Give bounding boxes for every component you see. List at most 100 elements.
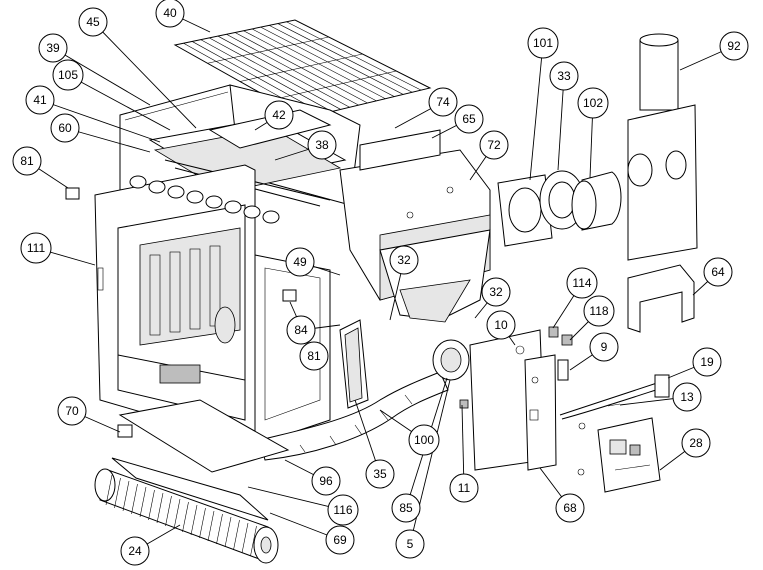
- callout-96: 96: [311, 466, 341, 496]
- callout-circle: [155, 0, 185, 28]
- callout-circle: [703, 257, 733, 287]
- grate-part: [173, 19, 432, 119]
- callout-number: 28: [689, 436, 703, 450]
- callout-circle: [719, 31, 749, 61]
- callout-81: 81: [299, 341, 329, 371]
- callout-number: 96: [319, 474, 333, 488]
- callout-number: 74: [436, 95, 450, 109]
- callout-41: 41: [25, 85, 55, 115]
- vent-adapter-part: [497, 170, 622, 247]
- callout-number: 11: [458, 481, 471, 495]
- callout-number: 100: [414, 433, 434, 447]
- callout-number: 70: [65, 404, 79, 418]
- callout-circle: [692, 347, 722, 377]
- convection-blower-part: [94, 457, 279, 564]
- callout-circle: [286, 315, 316, 345]
- callout-circle: [454, 104, 484, 134]
- callout-circle: [527, 27, 559, 59]
- callout-circle: [408, 424, 440, 456]
- callout-circle: [299, 341, 329, 371]
- callout-circle: [52, 59, 84, 91]
- callout-35: 35: [365, 459, 395, 489]
- callout-60: 60: [50, 113, 80, 143]
- small-plate-81b-part: [282, 289, 297, 302]
- firebox-front-part: [94, 164, 256, 446]
- callout-13: 13: [672, 382, 702, 412]
- callout-number: 45: [86, 15, 100, 29]
- callout-39: 39: [38, 33, 68, 63]
- callout-number: 35: [373, 467, 387, 481]
- callout-33: 33: [549, 61, 579, 91]
- callout-24: 24: [120, 536, 150, 566]
- callout-number: 33: [557, 69, 571, 83]
- callout-101: 101: [527, 27, 559, 59]
- callout-number: 68: [563, 501, 577, 515]
- switches-part: [548, 326, 573, 346]
- callout-circle: [391, 493, 421, 523]
- control-bracket-part: [459, 329, 557, 471]
- callout-circle: [555, 493, 585, 523]
- callout-circle: [481, 277, 511, 307]
- leader-line-5: [409, 379, 451, 545]
- callout-circle: [12, 146, 42, 176]
- callout-number: 81: [307, 349, 321, 363]
- callout-number: 69: [333, 533, 347, 547]
- callout-circle: [549, 61, 579, 91]
- callout-68: 68: [555, 493, 585, 523]
- callout-number: 13: [680, 390, 694, 404]
- callout-number: 111: [27, 241, 46, 255]
- callout-circle: [681, 428, 711, 458]
- callout-number: 9: [601, 340, 608, 354]
- callout-number: 19: [700, 355, 714, 369]
- callout-circle: [395, 529, 425, 559]
- callout-number: 40: [163, 6, 177, 20]
- callout-number: 38: [315, 138, 329, 152]
- callout-28: 28: [681, 428, 711, 458]
- callout-circle: [479, 130, 509, 160]
- callout-number: 32: [489, 285, 503, 299]
- control-board-part: [577, 417, 661, 493]
- callout-circle: [20, 232, 52, 264]
- leader-line-60: [64, 127, 151, 153]
- callout-81: 81: [12, 146, 42, 176]
- callout-65: 65: [454, 104, 484, 134]
- callout-72: 72: [479, 130, 509, 160]
- callout-102: 102: [577, 87, 609, 119]
- leader-line-41: [39, 99, 161, 143]
- callout-circle: [672, 382, 702, 412]
- callout-number: 49: [293, 255, 307, 269]
- callout-circle: [307, 130, 337, 160]
- callout-5: 5: [395, 529, 425, 559]
- leader-line-39: [52, 47, 151, 106]
- relay-part: [557, 359, 569, 381]
- callout-circle: [38, 33, 68, 63]
- callout-number: 41: [33, 93, 47, 107]
- callout-circle: [120, 536, 150, 566]
- bottom-plate-part: [118, 399, 290, 473]
- callout-74: 74: [428, 87, 458, 117]
- callout-number: 114: [572, 276, 591, 290]
- small-plate-81-part: [65, 187, 80, 200]
- burner-tubes-part: [129, 175, 280, 224]
- callout-105: 105: [52, 59, 84, 91]
- callout-number: 60: [58, 121, 72, 135]
- callout-circle: [25, 85, 55, 115]
- callout-number: 5: [407, 537, 414, 551]
- callout-number: 24: [128, 544, 142, 558]
- callout-32: 32: [481, 277, 511, 307]
- exhaust-tube-part: [259, 339, 470, 461]
- leader-line-116: [247, 486, 344, 511]
- callout-45: 45: [78, 7, 108, 37]
- callout-number: 32: [397, 253, 411, 267]
- callout-number: 85: [399, 501, 413, 515]
- callout-circle: [389, 245, 419, 275]
- callout-38: 38: [307, 130, 337, 160]
- callout-circle: [285, 247, 315, 277]
- callout-number: 84: [294, 323, 308, 337]
- callout-number: 101: [533, 36, 553, 50]
- callout-number: 39: [46, 41, 60, 55]
- callout-circle: [327, 494, 359, 526]
- callout-11: 11: [449, 473, 479, 503]
